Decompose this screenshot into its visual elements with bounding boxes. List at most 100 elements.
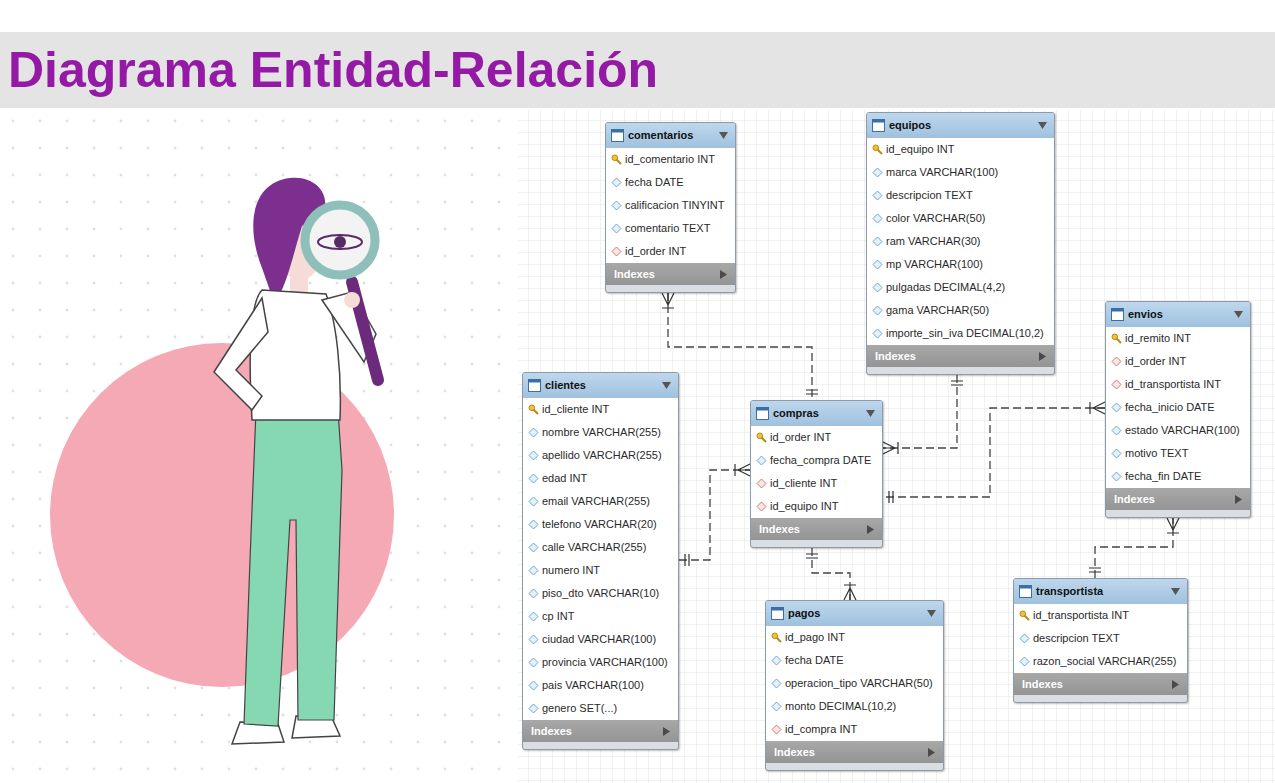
- column-row: cp INT: [523, 605, 678, 628]
- column-icon: [872, 190, 883, 201]
- column-name: monto DECIMAL(10,2): [785, 700, 896, 712]
- diamond: [529, 543, 538, 552]
- diamond: [772, 702, 781, 711]
- column-icon: [528, 680, 539, 691]
- column-row: fecha_compra DATE: [751, 449, 882, 472]
- column-icon: [528, 542, 539, 553]
- table-header: compras: [751, 401, 882, 426]
- expand-triangle: [663, 727, 670, 736]
- foreign-key-icon: [756, 478, 767, 489]
- column-name: razon_social VARCHAR(255): [1033, 655, 1176, 667]
- column-row: id_cliente INT: [523, 398, 678, 421]
- column-row: id_order INT: [1106, 350, 1250, 373]
- indexes-label: Indexes: [774, 746, 815, 758]
- foreign-key-icon: [1111, 356, 1122, 367]
- dropdown-triangle: [1234, 311, 1243, 319]
- column-row: pais VARCHAR(100): [523, 674, 678, 697]
- table-icon-bar: [1020, 586, 1032, 589]
- table-icon-frame: [757, 408, 769, 420]
- column-row: descripcion TEXT: [867, 184, 1054, 207]
- column-row: ciudad VARCHAR(100): [523, 628, 678, 651]
- column-icon: [528, 634, 539, 645]
- column-row: razon_social VARCHAR(255): [1014, 650, 1187, 673]
- column-icon: [528, 427, 539, 438]
- table-icon: [611, 129, 624, 142]
- column-name: edad INT: [542, 472, 587, 484]
- column-name: fecha_inicio DATE: [1125, 401, 1215, 413]
- column-row: piso_dto VARCHAR(10): [523, 582, 678, 605]
- diamond: [1020, 634, 1029, 643]
- column-icon: [1019, 656, 1030, 667]
- pants: [244, 410, 342, 726]
- diamond: [529, 612, 538, 621]
- column-icon: [872, 305, 883, 316]
- indexes-bar: Indexes: [523, 720, 678, 742]
- column-name: id_cliente INT: [770, 477, 837, 489]
- column-row: color VARCHAR(50): [867, 207, 1054, 230]
- woman-illustration: [50, 178, 394, 744]
- diamond: [529, 451, 538, 460]
- column-row: edad INT: [523, 467, 678, 490]
- column-name: comentario TEXT: [625, 222, 710, 234]
- table-icon-bar: [873, 120, 885, 123]
- column-row: nombre VARCHAR(255): [523, 421, 678, 444]
- column-row: id_order INT: [606, 240, 735, 263]
- column-name: ciudad VARCHAR(100): [542, 633, 656, 645]
- table-header: comentarios: [606, 123, 735, 148]
- column-row: id_cliente INT: [751, 472, 882, 495]
- diamond: [873, 237, 882, 246]
- column-name: fecha_compra DATE: [770, 454, 871, 466]
- diamond: [1112, 449, 1121, 458]
- column-row: id_order INT: [751, 426, 882, 449]
- diamond: [529, 497, 538, 506]
- column-icon: [872, 213, 883, 224]
- key-head: [1112, 334, 1118, 340]
- column-row: provincia VARCHAR(100): [523, 651, 678, 674]
- table-name: pagos: [788, 607, 820, 619]
- column-name: id_equipo INT: [886, 143, 955, 155]
- column-name: ram VARCHAR(30): [886, 235, 981, 247]
- key-icon: [1111, 333, 1122, 344]
- column-icon: [528, 588, 539, 599]
- expand-triangle: [1039, 352, 1046, 361]
- column-row: monto DECIMAL(10,2): [766, 695, 943, 718]
- table-icon: [756, 407, 769, 420]
- triangle: [867, 525, 874, 534]
- indexes-bar: Indexes: [1014, 673, 1187, 695]
- column-icon: [611, 177, 622, 188]
- key-head: [757, 433, 763, 439]
- diamond: [529, 589, 538, 598]
- key-head: [1020, 611, 1026, 617]
- triangle: [1234, 311, 1243, 318]
- column-icon: [771, 701, 782, 712]
- entity-table: equiposid_equipo INTmarca VARCHAR(100)de…: [866, 112, 1055, 375]
- foreign-key-icon: [771, 724, 782, 735]
- table-icon-bar: [529, 380, 541, 383]
- diamond: [873, 329, 882, 338]
- diamond: [873, 306, 882, 315]
- column-name: marca VARCHAR(100): [886, 166, 998, 178]
- column-name: id_transportista INT: [1033, 609, 1129, 621]
- triangle: [928, 748, 935, 757]
- indexes-bar: Indexes: [606, 263, 735, 285]
- column-name: piso_dto VARCHAR(10): [542, 587, 659, 599]
- entity-table: enviosid_remito INTid_order INTid_transp…: [1105, 301, 1251, 518]
- indexes-bar: Indexes: [867, 345, 1054, 367]
- diamond: [1020, 657, 1029, 666]
- expand-triangle: [1235, 495, 1242, 504]
- key-icon: [771, 632, 782, 643]
- dropdown-triangle: [719, 132, 728, 140]
- column-row: pulgadas DECIMAL(4,2): [867, 276, 1054, 299]
- column-name: apellido VARCHAR(255): [542, 449, 662, 461]
- column-row: id_transportista INT: [1014, 604, 1187, 627]
- column-name: id_compra INT: [785, 723, 857, 735]
- foreign-key-icon: [1111, 379, 1122, 390]
- diamond: [873, 191, 882, 200]
- table-icon-frame: [612, 130, 624, 142]
- table-header: envios: [1106, 302, 1250, 327]
- table-icon: [1111, 308, 1124, 321]
- table-icon-frame: [772, 608, 784, 620]
- column-row: id_equipo INT: [751, 495, 882, 518]
- column-icon: [1111, 448, 1122, 459]
- column-name: id_comentario INT: [625, 153, 715, 165]
